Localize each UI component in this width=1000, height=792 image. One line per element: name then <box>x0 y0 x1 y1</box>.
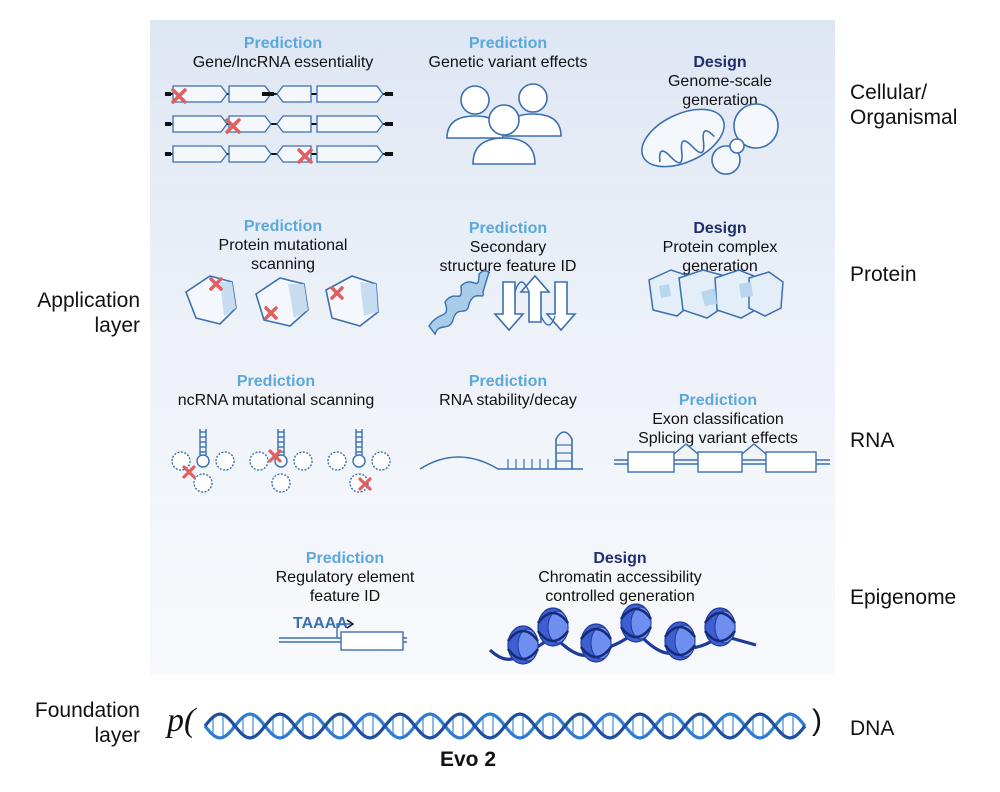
rna-stability-text: RNA stability/decay <box>439 392 577 409</box>
application-layer-label: Application layer <box>37 289 140 337</box>
protein-row-label: Protein <box>850 263 917 286</box>
dna-helix-illustration <box>203 712 807 740</box>
rna-stability-kind: Prediction <box>468 373 548 390</box>
essentiality-kind: Prediction <box>243 35 323 52</box>
genome-generation-kind: Design <box>693 54 747 71</box>
protein-blobs-illustration <box>185 275 379 327</box>
nucleosome <box>506 625 540 665</box>
nucleosome <box>579 623 613 663</box>
protein-complex-illustration <box>648 269 784 319</box>
genome-generation-text: Genome-scale generation <box>667 73 773 109</box>
trna-molecule <box>327 429 391 493</box>
chromatin-generation-kind: Design <box>593 550 647 567</box>
mrna-ticks <box>507 444 572 469</box>
exon-classification-kind: Prediction <box>678 392 758 409</box>
rna-band <box>150 345 835 505</box>
variant-effects-label: Prediction Genetic variant effects <box>410 34 606 72</box>
probability-prefix: p( <box>167 702 196 739</box>
foundation-layer-label: Foundation layer <box>34 699 140 747</box>
ncrna-scanning-text: ncRNA mutational scanning <box>177 392 375 409</box>
essentiality-label: Prediction Gene/lncRNA essentiality <box>170 34 396 72</box>
protein-mutation-marks <box>209 277 344 320</box>
variant-effects-text: Genetic variant effects <box>428 54 588 71</box>
protein-scanning-kind: Prediction <box>243 218 323 235</box>
trna-molecule <box>249 429 313 493</box>
trna-mutation-mark <box>268 449 282 463</box>
ncrna-scanning-label: Prediction ncRNA mutational scanning <box>156 372 396 410</box>
splicing-illustration <box>614 443 830 473</box>
cellular-row-label: Cellular/ Organismal <box>850 81 958 129</box>
dna-strand-2 <box>203 712 807 740</box>
protein-scanning-text: Protein mutational scanning <box>218 237 348 273</box>
trna-mutation-mark <box>358 477 372 491</box>
mitochondrion-cells-illustration <box>641 103 779 175</box>
helix-sheet-illustration <box>428 270 577 336</box>
variant-effects-kind: Prediction <box>468 35 548 52</box>
population-illustration <box>446 83 562 165</box>
mrna-hairpin-illustration <box>419 431 583 470</box>
ncrna-scanning-kind: Prediction <box>236 373 316 390</box>
gene-track-3 <box>165 145 393 163</box>
secondary-structure-kind: Prediction <box>468 220 548 237</box>
regulatory-element-kind: Prediction <box>305 550 385 567</box>
trna-molecule <box>171 429 235 493</box>
secondary-structure-text: Secondary structure feature ID <box>439 239 577 275</box>
rna-stability-label: Prediction RNA stability/decay <box>420 372 596 410</box>
regulatory-element-illustration: TAAAA <box>279 615 407 651</box>
gene-track-2 <box>165 115 393 133</box>
dna-row-label: DNA <box>850 717 895 740</box>
exon-classification-text: Exon classification Splicing variant eff… <box>638 411 798 447</box>
trna-mutation-mark <box>182 465 196 479</box>
epigenome-row-label: Epigenome <box>850 586 957 609</box>
gene-track-1 <box>165 85 393 103</box>
trna-illustration <box>171 429 391 493</box>
nucleosome <box>703 607 737 647</box>
regulatory-element-text: Regulatory element feature ID <box>275 569 415 605</box>
model-name: Evo 2 <box>440 748 497 771</box>
probability-suffix: ) <box>812 704 822 737</box>
essentiality-text: Gene/lncRNA essentiality <box>192 54 374 71</box>
protein-complex-kind: Design <box>693 220 747 237</box>
motif-logo: TAAAA <box>293 615 348 632</box>
nucleosome-illustration <box>488 603 757 665</box>
chromatin-generation-text: Chromatin accessibility controlled gener… <box>538 569 702 605</box>
rna-row-label: RNA <box>850 429 895 452</box>
epigenome-band <box>150 505 835 675</box>
mutation-marks <box>171 88 313 164</box>
nucleosome <box>619 603 653 643</box>
nucleosome <box>663 621 697 661</box>
nucleosome <box>536 607 570 647</box>
gene-tracks-illustration <box>165 85 393 164</box>
